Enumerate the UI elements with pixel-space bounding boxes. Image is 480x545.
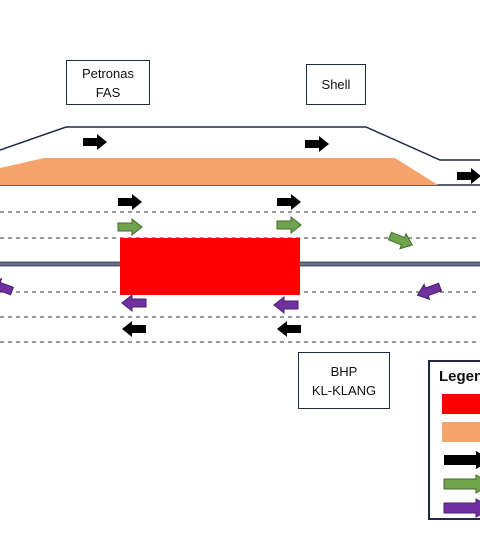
- legend-swatch-work-zone: [442, 394, 480, 414]
- arrow-right-green-icon: [276, 216, 302, 234]
- label-bhp-kl-klang: BHP KL-KLANG: [298, 352, 390, 409]
- legend-swatch-shoulder-zone: [442, 422, 480, 442]
- arrow-right-icon: [305, 136, 329, 152]
- arrow-left-purple-icon: [121, 294, 147, 312]
- legend: Legend: [428, 360, 480, 520]
- arrow-right-icon: [83, 134, 107, 150]
- shoulder-zone: [0, 158, 438, 185]
- label-shell-text: Shell: [321, 77, 351, 92]
- arrow-left-icon: [277, 321, 301, 337]
- arrow-left-purple-icon: [0, 274, 16, 300]
- arrow-diagonal-purple-icon: [414, 278, 444, 304]
- arrow-right-green-icon: [117, 218, 143, 236]
- arrow-left-icon: [122, 321, 146, 337]
- legend-arrow-purple-icon: [443, 498, 480, 518]
- label-shell: Shell: [306, 64, 366, 105]
- arrow-right-icon: [277, 194, 301, 210]
- legend-arrow-black-icon: [444, 451, 480, 469]
- arrow-right-icon: [118, 194, 142, 210]
- legend-arrow-green-icon: [443, 474, 480, 494]
- label-bhp-text: BHP KL-KLANG: [311, 363, 377, 398]
- arrow-diagonal-green-icon: [386, 228, 416, 253]
- legend-title: Legend: [439, 368, 480, 385]
- work-zone: [120, 238, 300, 295]
- service-road-outline: [0, 126, 480, 161]
- arrow-right-icon: [457, 168, 480, 184]
- label-petronas-text: Petronas FAS: [81, 65, 135, 100]
- arrow-left-purple-icon: [273, 296, 299, 314]
- label-petronas-fas: Petronas FAS: [66, 60, 150, 105]
